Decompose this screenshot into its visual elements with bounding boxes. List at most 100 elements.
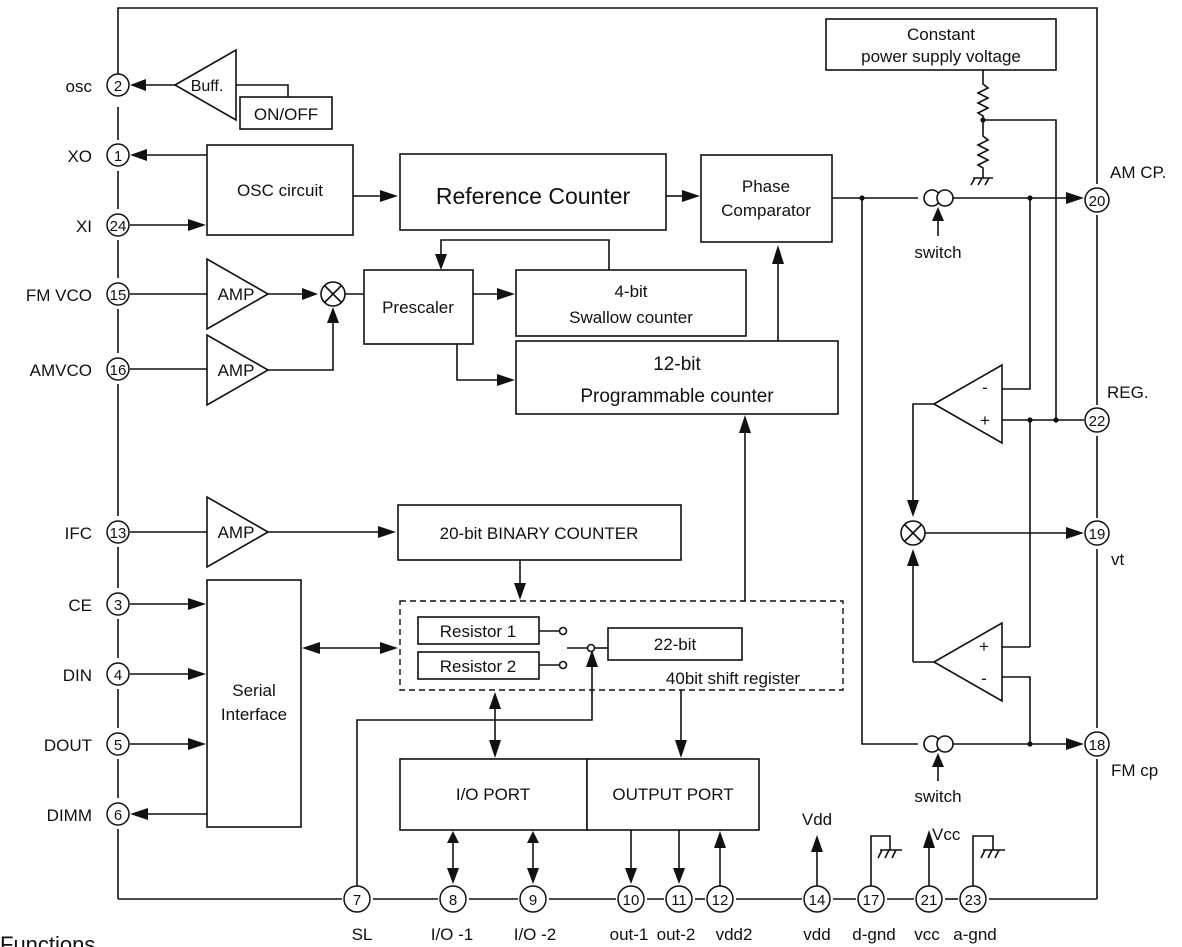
on-off-box: ON/OFF	[239, 96, 333, 130]
svg-text:AMP: AMP	[218, 361, 255, 380]
bottom-pins: 7 SL 8 I/O -1 9 I/O -2 10 out-1 11 out-2…	[343, 885, 997, 944]
multiplier-vt	[900, 520, 926, 546]
pin-16: 16 AMVCO	[30, 357, 130, 381]
functions-caption: Functions	[0, 932, 95, 947]
svg-text:Phase: Phase	[742, 177, 790, 196]
pin-label: FM VCO	[26, 286, 92, 305]
pin-number: 9	[529, 892, 537, 909]
pin-label: AMVCO	[30, 361, 92, 380]
output-port-block: OUTPUT PORT	[586, 758, 760, 831]
pin-number: 13	[110, 525, 127, 542]
svg-text:Reference Counter: Reference Counter	[436, 183, 631, 209]
svg-text:22-bit: 22-bit	[654, 635, 697, 654]
svg-text:Prescaler: Prescaler	[382, 298, 454, 317]
svg-text:Resistor 2: Resistor 2	[440, 657, 517, 676]
svg-text:Constant: Constant	[907, 25, 975, 44]
pin-number: 17	[863, 892, 880, 909]
pin-label: DIN	[63, 666, 92, 685]
amp-am: AMP	[206, 333, 270, 407]
svg-text:-: -	[982, 378, 988, 397]
pin-label: I/O -1	[431, 925, 474, 944]
amp-fm: AMP	[206, 257, 270, 331]
binary-counter-block: 20-bit BINARY COUNTER	[397, 504, 682, 561]
pin-5: 5 DOUT	[44, 732, 130, 756]
opamp-lower: + -	[932, 621, 1003, 703]
programmable-counter-block: 12-bit Programmable counter	[515, 340, 839, 415]
right-pins: 20 AM CP. 22 REG. 19 vt 18 FM cp	[1084, 163, 1166, 780]
22-bit-box: 22-bit	[607, 627, 743, 661]
pin-13: 13 IFC	[65, 520, 130, 544]
pin-number: 16	[110, 362, 127, 379]
pin-number: 24	[110, 218, 127, 235]
constant-supply-block: Constant power supply voltage	[825, 18, 1057, 71]
mixer-fm-am	[320, 281, 346, 307]
pin-number: 5	[114, 737, 122, 754]
arrow-serial-left	[302, 642, 320, 654]
switch-bottom-label: switch	[914, 787, 961, 806]
resistor-divider-icon	[970, 70, 993, 186]
buffer-amp: Buff.	[173, 48, 237, 122]
ic-outline	[117, 7, 1098, 184]
pin-number: 20	[1089, 193, 1106, 210]
ground-icon	[980, 849, 1005, 859]
pin-6: 6 DIMM	[47, 802, 130, 826]
pin-number: 22	[1089, 413, 1106, 430]
pin-23: 23 a-gnd	[953, 885, 997, 944]
arrow-serial-right	[380, 642, 398, 654]
pin-label: vcc	[914, 925, 940, 944]
pin-label: out-1	[610, 925, 649, 944]
pin-number: 23	[965, 892, 982, 909]
ground-icon	[877, 849, 902, 859]
prescaler-block: Prescaler	[363, 269, 474, 345]
arrow-to-osc-pin	[130, 79, 146, 91]
phase-comparator-block: Phase Comparator	[700, 154, 833, 243]
pin-10: 10 out-1	[610, 885, 649, 944]
swallow-counter-block: 4-bit Swallow counter	[515, 269, 747, 337]
pin-number: 2	[114, 78, 122, 95]
pin-number: 14	[809, 892, 826, 909]
pin-number: 19	[1089, 526, 1106, 543]
pin-number: 6	[114, 807, 122, 824]
svg-text:I/O PORT: I/O PORT	[456, 785, 530, 804]
osc-circuit-block: OSC circuit	[206, 144, 354, 236]
pin-label: XI	[76, 217, 92, 236]
pin-label: a-gnd	[953, 925, 996, 944]
pin-14: 14 vdd	[803, 885, 831, 944]
pin-label: FM cp	[1111, 761, 1158, 780]
serial-interface-block: Serial Interface	[206, 579, 302, 828]
pin-1: 1 XO	[67, 143, 130, 167]
svg-text:AMP: AMP	[218, 285, 255, 304]
pin-number: 3	[114, 597, 122, 614]
shift-register-label: 40bit shift register	[666, 669, 801, 688]
pin-label: vdd	[803, 925, 830, 944]
svg-text:OUTPUT PORT: OUTPUT PORT	[612, 785, 733, 804]
svg-text:power supply voltage: power supply voltage	[861, 47, 1021, 66]
pin-4: 4 DIN	[63, 662, 130, 686]
pin-7: 7 SL	[343, 885, 373, 944]
vdd-supply-label: Vdd	[802, 810, 832, 829]
resistor-1-box: Resistor 1	[417, 616, 540, 645]
svg-text:+: +	[979, 637, 989, 656]
pin-label: SL	[352, 925, 373, 944]
svg-text:AMP: AMP	[218, 523, 255, 542]
svg-text:20-bit BINARY COUNTER: 20-bit BINARY COUNTER	[440, 524, 639, 543]
pin-20: 20 AM CP.	[1084, 163, 1166, 213]
pin-number: 8	[449, 892, 457, 909]
opamp-upper: - +	[932, 363, 1003, 445]
pin-19: 19 vt	[1084, 520, 1125, 569]
switch-bottom-icon	[923, 735, 954, 753]
svg-text:Buff.: Buff.	[191, 78, 224, 95]
pin-label: REG.	[1107, 383, 1149, 402]
pin-number: 21	[921, 892, 938, 909]
pin-18: 18 FM cp	[1084, 731, 1158, 780]
pin-number: 18	[1089, 737, 1106, 754]
pin-label: IFC	[65, 524, 92, 543]
pin-label: osc	[66, 77, 93, 96]
shift-register-group	[399, 600, 844, 691]
pin-label: I/O -2	[514, 925, 557, 944]
pin-11: 11 out-2	[657, 885, 696, 944]
resistor-2-box: Resistor 2	[417, 651, 540, 680]
pin-label: out-2	[657, 925, 696, 944]
pin-number: 15	[110, 287, 127, 304]
